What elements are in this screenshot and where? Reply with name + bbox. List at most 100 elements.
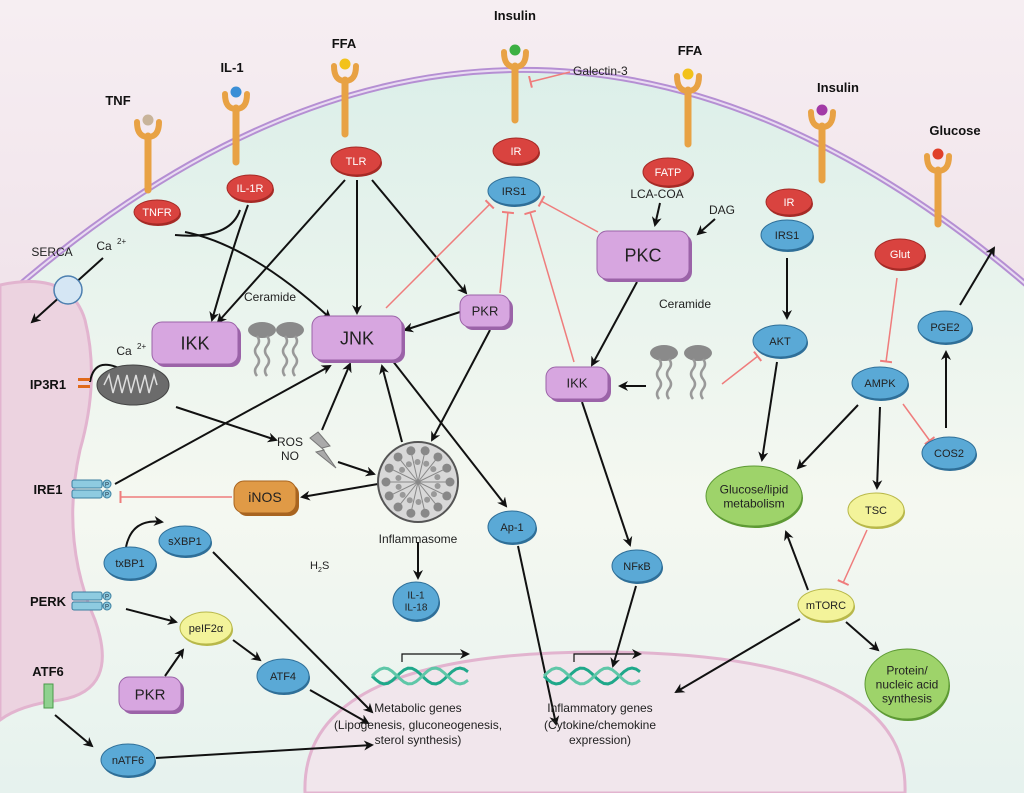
arrow-jnk-to-ap1 [391, 359, 508, 508]
arrow-pkr-to-jnk [403, 311, 461, 333]
node-tsc: TSC [847, 492, 905, 529]
label-ceramide2: Ceramide [659, 297, 711, 311]
ligand-il1-icon [230, 86, 242, 98]
receptor-insulin2 [808, 104, 836, 184]
ligand-ffa1-icon [339, 58, 351, 70]
serca-pump-icon [53, 275, 83, 305]
inhibition-pkc-inhibits-irs1 [537, 195, 599, 233]
ligand-tnf-icon [142, 114, 154, 126]
label-h2s-2: 2 [318, 567, 322, 574]
inhibition-glut-inhibits-ampk [879, 277, 898, 364]
label-lca-coa: LCA-COA [630, 187, 683, 201]
node-peif2a: peIF2α [179, 611, 233, 646]
metabolic-genes-dna-icon [370, 666, 469, 686]
label-dag: DAG [709, 203, 735, 217]
phospho-label: P [105, 605, 109, 611]
phospho-label: P [105, 595, 109, 601]
arrow-peif2a-to-atf4 [232, 639, 262, 662]
nucleus [303, 650, 907, 793]
node-ampk: AMPK [851, 366, 909, 401]
label-h2s-h: H [310, 560, 318, 572]
arrow-nfkb-to-inflammatory [610, 585, 637, 668]
phospho-label: P [105, 483, 109, 489]
node-pkr2: PKR [118, 676, 184, 714]
arrow-perk-to-peif2a [125, 608, 178, 625]
node-label-mtorc: mTORC [806, 600, 846, 612]
node-label-il1_il18: IL-18 [405, 603, 428, 614]
arrow-txbp1-to-sxbp1 [125, 515, 164, 548]
node-label-atf4: ATF4 [270, 671, 296, 683]
label-ire1: IRE1 [34, 482, 63, 497]
atf6-receptor-icon [43, 683, 54, 709]
transcription-arrow [401, 649, 470, 662]
arrow-akt-to-glucose [758, 361, 778, 462]
node-label-ap1: Ap-1 [500, 522, 523, 534]
arrow-ros-to-jnk [321, 362, 352, 431]
node-ap1: Ap-1 [487, 510, 537, 545]
node-ikk1: IKK [151, 321, 241, 367]
label-inflammatory-sub1: (Cytokine/chemokine [544, 718, 656, 732]
label-metabolic-sub2: sterol synthesis) [375, 733, 462, 747]
arrow-ap1-to-inflammatory [517, 545, 560, 726]
arrow-pkc-to-ikk [591, 281, 638, 367]
node-jnk: JNK [311, 315, 405, 363]
arrow-ikk-to-nfkb [581, 401, 633, 547]
node-label-nfkb: NFκB [623, 561, 651, 573]
label-ceramide1: Ceramide [244, 290, 296, 304]
transcription-arrow [573, 649, 642, 662]
arrow-inflammasome-to-inos [300, 483, 379, 501]
node-pkc: PKC [596, 230, 692, 282]
node-irs1b: IRS1 [760, 219, 814, 252]
node-ir2: IR [765, 188, 813, 217]
arrow-ros-to-inflammasome [337, 461, 376, 477]
label-inflammasome: Inflammasome [379, 532, 458, 546]
node-label-ir1: IR [511, 146, 522, 158]
label-metabolic-sub1: (Lipogenesis, gluconeogenesis, [334, 718, 502, 732]
node-label-pkc: PKC [624, 245, 661, 265]
arrow-lcacoa-to-pkc [651, 202, 662, 227]
node-label-tnfr: TNFR [142, 207, 171, 219]
node-natf6: nATF6 [100, 743, 156, 778]
inhibition-ampk-inhibits-cos2 [902, 403, 936, 445]
arrow-tnfr-il1r-merge [174, 209, 241, 237]
node-label-protein_synth: nucleic acid [876, 677, 939, 691]
arrow-pkr-to-peif2a [164, 648, 185, 677]
ligand-label-insulin2: Insulin [817, 80, 859, 95]
node-label-natf6: nATF6 [112, 755, 144, 767]
node-label-jnk: JNK [340, 328, 374, 348]
node-il1r: IL-1R [226, 174, 274, 203]
node-label-inos: iNOS [248, 489, 281, 505]
arrow-natf6-to-metabolic [155, 740, 374, 759]
node-label-txbp1: txBP1 [115, 558, 144, 570]
node-txbp1: txBP1 [103, 546, 157, 581]
node-label-tsc: TSC [865, 505, 887, 517]
node-label-ampk: AMPK [864, 378, 896, 390]
ceramide-lipid-icon [276, 322, 304, 377]
label-ros: ROS [277, 435, 303, 449]
arrow-inflammasome-to-jnk [379, 364, 403, 443]
node-label-il1r: IL-1R [237, 183, 264, 195]
inhibition-ceramide-inhibits-akt [721, 350, 763, 385]
receptor-tnf [134, 114, 162, 194]
receptor-ffa1 [331, 58, 359, 138]
ligand-ffa2-icon [682, 68, 694, 80]
node-label-glucose_lipid: Glucose/lipid [720, 482, 789, 496]
label-h2s-s: S [322, 560, 329, 572]
node-label-cos2: COS2 [934, 448, 964, 460]
node-atf4: ATF4 [256, 658, 310, 695]
node-label-pkr2: PKR [135, 686, 166, 703]
cytoplasm [0, 69, 1024, 793]
inhibition-ikk-inhibits-irs1 [524, 209, 575, 363]
inflammasome-icon [377, 441, 459, 523]
node-nfkb: NFκB [611, 549, 663, 584]
ligand-label-ffa2: FFA [678, 43, 703, 58]
ceramide-lipid-icon [650, 345, 678, 400]
label-serca: SERCA [31, 245, 72, 259]
ligand-insulin2-icon [816, 104, 828, 116]
node-label-protein_synth: Protein/ [886, 663, 928, 677]
arrow-dag-to-pkc [696, 218, 716, 236]
arrow-tlr-to-ikk [216, 179, 346, 324]
ligand-glucose-icon [932, 148, 944, 160]
arrow-pkr-to-inflammasome [431, 329, 491, 442]
